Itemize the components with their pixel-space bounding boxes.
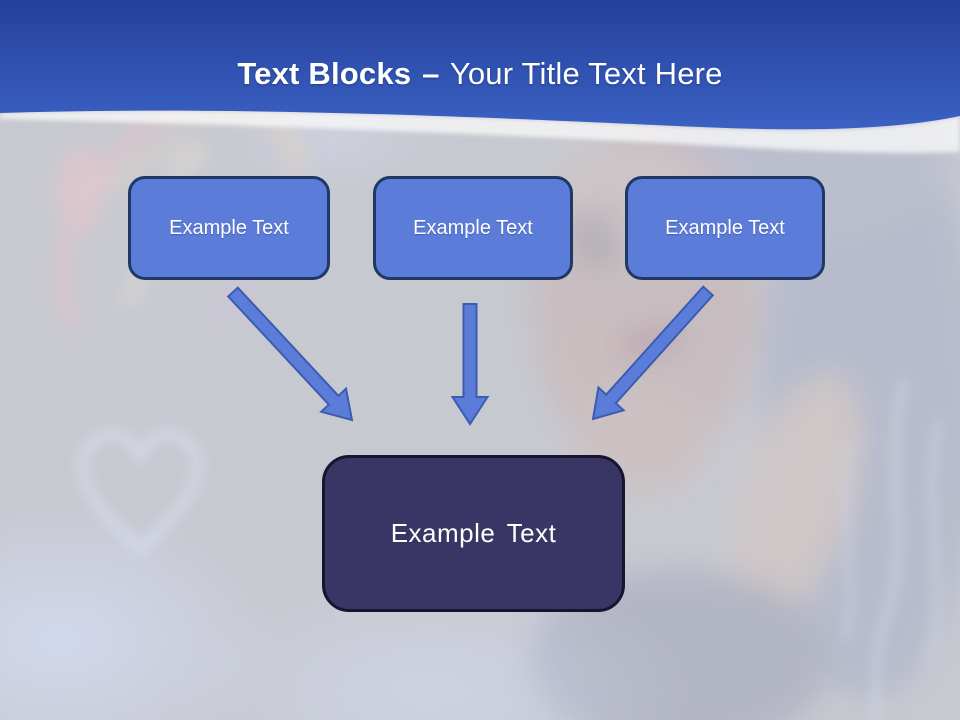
header-band (0, 0, 960, 153)
example-text-box-2[interactable]: Example Text (373, 176, 573, 280)
header-blue-shape (0, 0, 960, 130)
target-box-label: Example Text (390, 518, 557, 548)
header-wave-highlight (0, 110, 960, 153)
example-text-target-box[interactable]: Example Text (322, 455, 625, 612)
slide-title[interactable]: Text Blocks – Your Title Text Here (0, 56, 960, 92)
box-label: Example Text (665, 216, 785, 239)
title-bold-text: Text Blocks (237, 56, 412, 91)
arrow-down[interactable] (450, 303, 490, 426)
arrow-down-left[interactable] (591, 285, 715, 421)
box-label: Example Text (413, 216, 533, 239)
hair-strands-image (842, 378, 943, 720)
example-text-box-1[interactable]: Example Text (128, 176, 330, 280)
title-dash: – (422, 56, 440, 91)
heart-outline-image (77, 429, 203, 558)
title-regular-text: Your Title Text Here (449, 56, 723, 91)
example-text-box-3[interactable]: Example Text (625, 176, 825, 280)
arrow-down-right[interactable] (226, 286, 354, 422)
box-label: Example Text (169, 216, 289, 239)
